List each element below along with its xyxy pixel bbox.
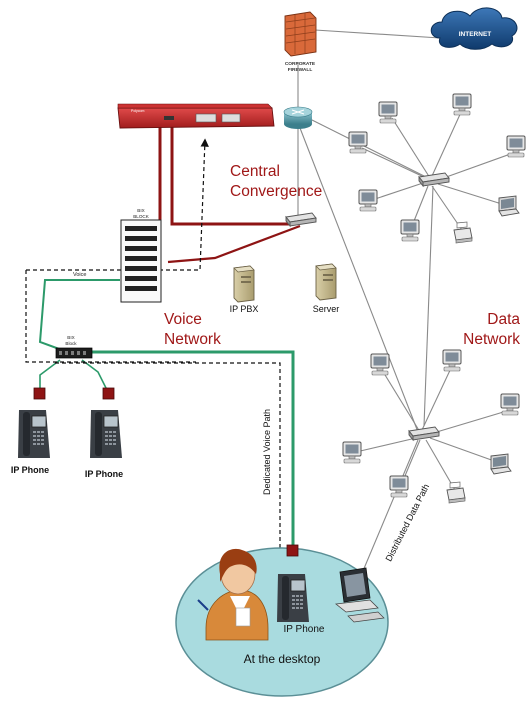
desktop-computer-icon — [452, 93, 472, 116]
desktop-computer-icon — [342, 441, 362, 464]
voice-network-label-line2: Network — [164, 331, 221, 348]
printer-icon — [453, 221, 473, 244]
desktop-computer-icon — [442, 349, 462, 372]
at-the-desktop-label: At the desktop — [244, 652, 321, 666]
internet-label: INTERNET — [459, 31, 492, 38]
central-convergence-label-line1: Central — [230, 163, 280, 180]
distributed-data-path-label: Distributed Data Path — [383, 482, 431, 563]
laptop-icon — [490, 453, 512, 475]
desktop-computer-icon — [400, 219, 420, 242]
server-tower-icon — [315, 263, 337, 301]
desktop-computer-icon — [378, 101, 398, 124]
ip-phone-icon — [17, 409, 51, 459]
desktop-computer-icon — [348, 131, 368, 154]
voice-network-label-line1: Voice — [164, 311, 202, 328]
bix-block-top-label-line2: BLOCK — [133, 214, 150, 219]
desk-ip-phone-label: IP Phone — [284, 624, 325, 635]
voice-small-label: Voice — [73, 272, 86, 278]
data-network-label-line2: Network — [463, 331, 520, 348]
data-switch-bottom-icon — [408, 426, 440, 441]
phone-jack-left — [33, 387, 46, 400]
central-switch-icon — [285, 212, 317, 227]
laptop-icon — [498, 195, 520, 217]
firewall-label-line1: CORPORATE — [285, 61, 316, 67]
desktop-computer-icon — [335, 567, 385, 623]
bix-block-mid-label-line1: BIX — [67, 335, 74, 340]
internet-cloud-icon: INTERNET — [430, 7, 518, 50]
ip-phone-left-label: IP Phone — [11, 465, 49, 475]
desktop-computer-icon — [370, 353, 390, 376]
central-convergence-label-line2: Convergence — [230, 183, 322, 200]
bix-block-small-icon: BIX Block — [55, 335, 93, 359]
phone-jack-desk — [286, 544, 299, 557]
voice-network-links — [25, 126, 301, 557]
printer-icon — [446, 481, 466, 504]
desktop-computer-icon — [389, 475, 409, 498]
desktop-computer-icon — [500, 393, 520, 416]
phone-jack-right — [102, 387, 115, 400]
pbx-brand-label: Polycom — [131, 109, 145, 113]
ip-phone-icon — [276, 573, 310, 623]
server-label: Server — [313, 304, 340, 314]
ip-pbx-label: IP PBX — [230, 304, 259, 314]
ip-phone-icon — [89, 409, 123, 459]
desktop-computer-icon — [506, 135, 526, 158]
bix-block-rack-icon: BIX BLOCK — [120, 208, 162, 303]
pbx-appliance-icon: Polycom — [117, 103, 275, 129]
firewall-label-line2: FIREWALL — [288, 67, 313, 73]
data-switch-top-icon — [418, 172, 450, 187]
desktop-computer-icon — [358, 189, 378, 212]
firewall-icon: CORPORATE FIREWALL — [284, 11, 317, 73]
dedicated-voice-path-label: Dedicated Voice Path — [262, 409, 272, 495]
bix-block-mid-label-line2: Block — [65, 341, 77, 346]
data-network-links — [297, 29, 517, 579]
router-icon — [283, 106, 313, 129]
ip-pbx-tower-icon — [233, 265, 255, 303]
data-network-label-line1: Data — [487, 311, 520, 328]
bix-block-top-label-line1: BIX — [137, 208, 144, 213]
ip-phone-right-label: IP Phone — [85, 469, 123, 479]
person-icon — [197, 548, 269, 641]
